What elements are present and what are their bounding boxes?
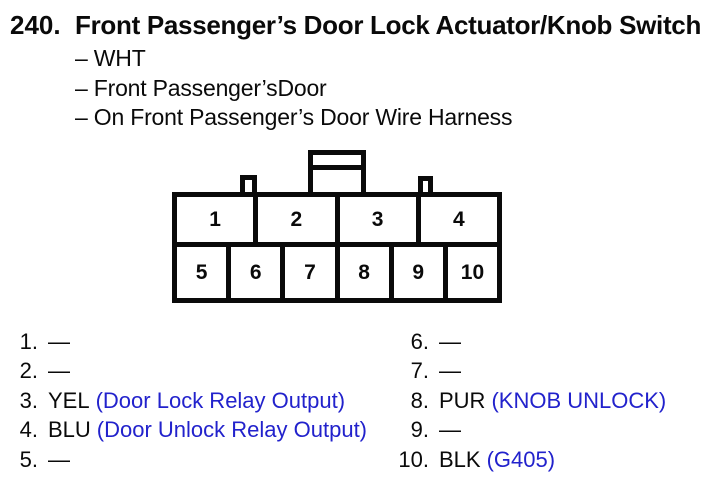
connector-body: 1 2 3 4 5 6 7 8 9 10 — [172, 192, 502, 303]
connector-bottom-row: 5 6 7 8 9 10 — [177, 247, 497, 298]
pin-number: 6. — [410, 329, 429, 354]
pin-list-item-6: 6. — — [391, 327, 666, 356]
pin-number: 7. — [410, 358, 429, 384]
pin-cavity-4: 4 — [453, 207, 465, 231]
pin-list-right-column: 6. — 7. — 8. PUR (KNOB UNLOCK) 9. — 10. … — [391, 327, 666, 474]
pin-list-item-4: 4. BLU (Door Unlock Relay Output) — [0, 415, 367, 444]
pin-wire-color: BLU — [48, 417, 91, 443]
pin-signal-description: (KNOB UNLOCK) — [491, 387, 667, 413]
pin-wire-color: PUR — [439, 387, 486, 413]
pin-cavity-2: 2 — [258, 197, 340, 242]
pin-wire-color: — — [439, 329, 461, 354]
pin-cavity-10: 10 — [460, 260, 485, 284]
connector-attributes-list: – WHT – Front Passenger’sDoor – On Front… — [75, 44, 512, 133]
pin-list-item-5: 5. — — [0, 445, 367, 474]
pin-number: 5. — [19, 446, 38, 472]
pin-wire-color: — — [439, 417, 461, 443]
pin-cavity-7: 7 — [285, 247, 340, 298]
pin-cavity-3: 3 — [340, 197, 421, 242]
pin-cavity-1: 1 — [177, 197, 259, 242]
connector-right-lug — [418, 176, 433, 197]
item-number: 240. — [10, 10, 61, 40]
pin-cavity-6: 6 — [231, 247, 286, 298]
connector-harness-line: – On Front Passenger’s Door Wire Harness — [75, 104, 513, 130]
pin-list-item-9: 9. — — [391, 415, 666, 444]
connector-top-row: 1 2 3 4 — [177, 197, 497, 247]
pin-cavity-8: 8 — [340, 247, 394, 298]
pin-list-left-column: 1. — 2. — 3. YEL (Door Lock Relay Output… — [0, 327, 367, 474]
pin-signal-description: (Door Lock Relay Output) — [95, 387, 346, 413]
pin-list-item-3: 3. YEL (Door Lock Relay Output) — [0, 386, 367, 415]
pin-wire-color: YEL — [48, 387, 90, 413]
pin-list-item-8: 8. PUR (KNOB UNLOCK) — [391, 386, 667, 415]
pin-wire-color: — — [48, 446, 70, 472]
connector-diagram: 1 2 3 4 5 6 7 8 9 10 — [172, 150, 502, 303]
pin-cavity-5: 5 — [177, 247, 232, 298]
page-title: Front Passenger’s Door Lock Actuator/Kno… — [75, 10, 702, 40]
pin-number: 3. — [19, 387, 38, 413]
pin-list-item-1: 1. — — [0, 327, 367, 356]
pin-signal-description: (Door Unlock Relay Output) — [96, 417, 368, 443]
pin-wire-color: — — [439, 358, 461, 384]
pin-wire-color: — — [48, 329, 70, 354]
pin-list-item-10: 10. BLK (G405) — [391, 445, 666, 474]
pin-list-item-2: 2. — — [0, 356, 367, 385]
pin-number: 2. — [19, 358, 38, 384]
pin-wire-color: — — [48, 358, 70, 384]
pin-list-item-7: 7. — — [391, 356, 666, 385]
pin-wire-color: BLK — [439, 446, 481, 472]
connector-location-line: – Front Passenger’sDoor — [75, 74, 327, 101]
pin-signal-description: (G405) — [486, 446, 556, 472]
connector-latch-tab — [308, 150, 366, 197]
connector-left-lug — [240, 175, 257, 197]
pin-number: 10. — [398, 446, 429, 472]
connector-color-line: – WHT — [75, 45, 146, 71]
pin-number: 1. — [19, 329, 38, 354]
pin-number: 9. — [410, 417, 429, 443]
pin-number: 8. — [410, 387, 429, 413]
pin-number: 4. — [19, 417, 38, 443]
pin-cavity-9: 9 — [394, 247, 448, 298]
